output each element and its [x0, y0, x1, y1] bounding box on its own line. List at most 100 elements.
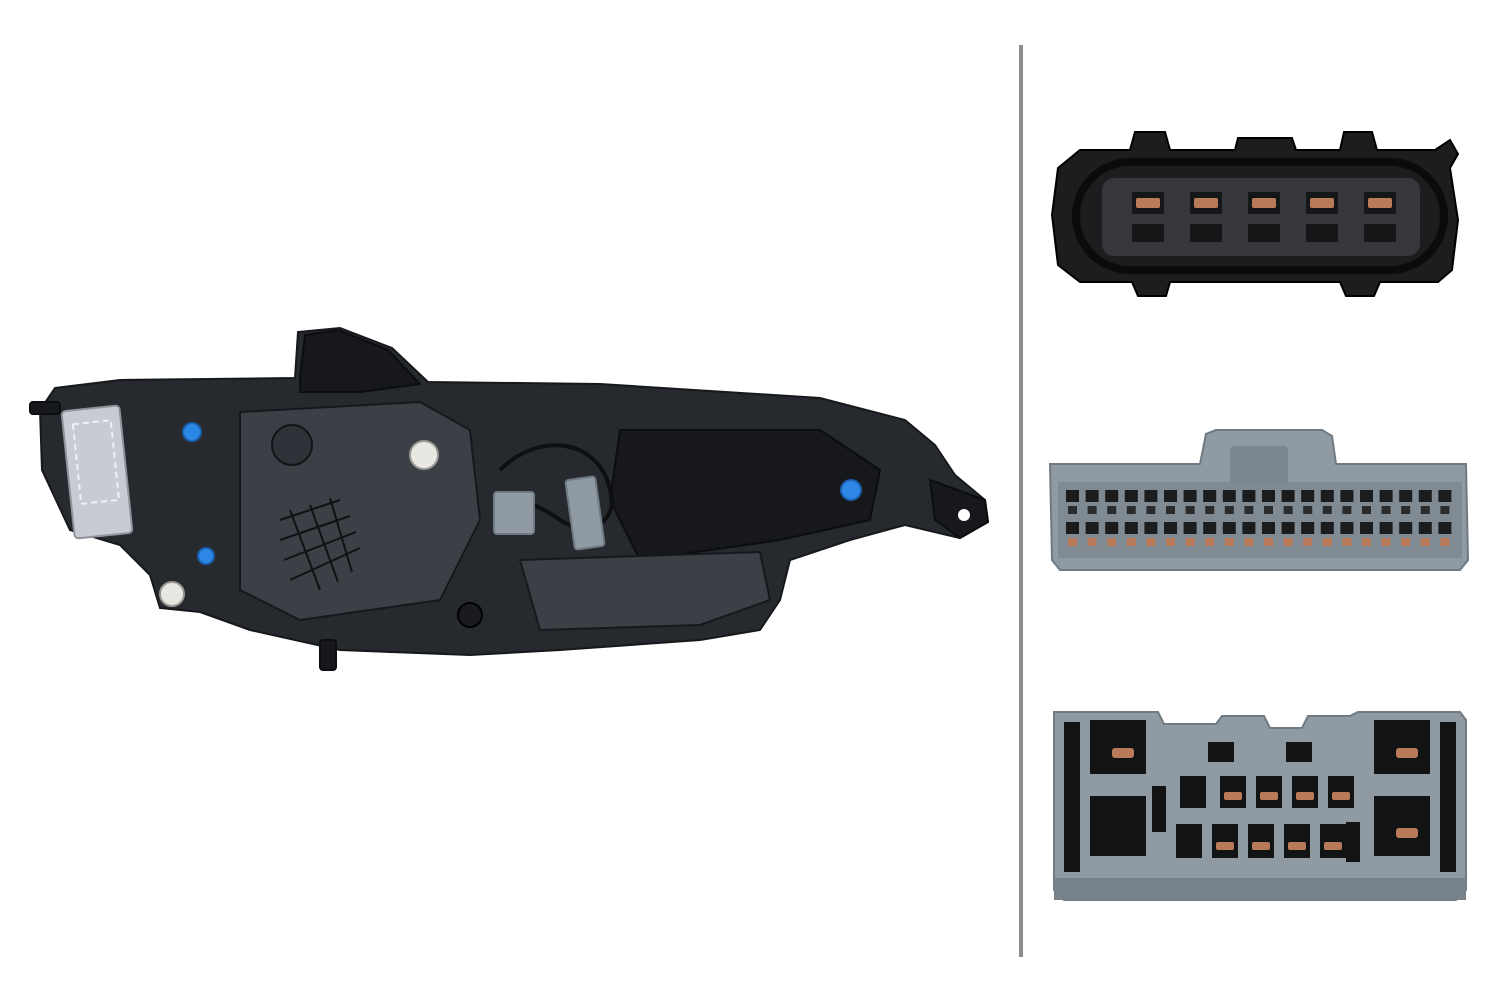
housing-lower-channel [518, 550, 772, 632]
pin-terminal [1205, 506, 1215, 514]
connector-5-pin-pins [1132, 192, 1396, 242]
pin-terminal [1322, 538, 1332, 546]
pin-cavity [1222, 522, 1236, 534]
pin-cavity [1144, 522, 1158, 534]
pin-terminal [1296, 792, 1314, 800]
pin-cavity [1105, 522, 1119, 534]
pin-terminal [1310, 198, 1334, 208]
pin-terminal [1283, 538, 1293, 546]
connector-14-pin-cavity-bottom-right [1374, 796, 1430, 856]
pin-terminal [1260, 792, 1278, 800]
pin-terminal [1303, 506, 1313, 514]
pin-cavity [1399, 522, 1413, 534]
connector-5-pin-illustration [1050, 131, 1460, 297]
pin-terminal [1107, 538, 1117, 546]
adjuster-blue-1 [182, 422, 202, 442]
pin-terminal [1332, 792, 1350, 800]
connector-multi-pin [1040, 420, 1480, 580]
pin-terminal [1322, 506, 1332, 514]
pin-cavity [1340, 522, 1354, 534]
pin-cavity [1360, 490, 1373, 502]
connector-14-pin [1040, 700, 1480, 910]
pin-cavity [1301, 522, 1315, 534]
pin-terminal [1136, 198, 1160, 208]
wiring-harness [498, 443, 614, 531]
power-terminal [1112, 748, 1134, 758]
pin-terminal [1107, 506, 1117, 514]
pin-terminal [1146, 506, 1156, 514]
pin-terminal [1216, 842, 1234, 850]
pin-cavity [1222, 490, 1236, 502]
connector-14-pin-slot-right [1440, 722, 1456, 872]
headlamp-illustration [29, 326, 990, 671]
pin-cavity [1180, 776, 1206, 808]
pin-terminal [1264, 506, 1273, 514]
pin-cavity [1438, 490, 1452, 502]
pin-terminal [1244, 506, 1254, 514]
bulb-socket-lower [159, 581, 185, 607]
power-terminal [1396, 748, 1418, 758]
housing-boss [271, 424, 313, 466]
pin-terminal [1401, 538, 1411, 546]
pin-cavity [1320, 522, 1334, 534]
pin-cavity [1066, 522, 1079, 534]
pin-cavity-lower [1248, 224, 1280, 242]
power-terminal [1396, 828, 1418, 838]
pin-cavity [1320, 824, 1346, 858]
connector-14-pin-center-slot-2 [1346, 822, 1360, 862]
pin-terminal [1420, 538, 1430, 546]
pin-terminal [1324, 842, 1342, 850]
pin-terminal [1126, 538, 1136, 546]
control-module-label [71, 419, 121, 505]
pin-cavity [1085, 490, 1099, 502]
pin-cavity [1379, 522, 1393, 534]
pin-terminal [1166, 506, 1175, 514]
pin-cavity [1203, 490, 1217, 502]
mounting-tab-right [928, 478, 990, 540]
adjuster-blue-2 [197, 547, 215, 565]
pin-terminal [1224, 538, 1234, 546]
pin-cavity-lower [1132, 224, 1164, 242]
pin-cavity [1418, 522, 1432, 534]
connector-multi-pin-illustration [1048, 429, 1470, 571]
bulb-socket-upper [409, 440, 439, 470]
harness-connector-right [564, 475, 606, 551]
connector-5-pin-rim [1072, 158, 1448, 274]
pin-terminal [1126, 506, 1136, 514]
pin-cavity [1242, 522, 1256, 534]
connector-multi-pin-latch [1230, 446, 1288, 486]
pin-cavity [1144, 490, 1158, 502]
connector-multi-pin-pins [1066, 490, 1452, 546]
pin-terminal [1288, 842, 1306, 850]
connector-14-pin-cavity-top-right [1374, 720, 1430, 774]
pin-terminal [1244, 538, 1254, 546]
pin-terminal [1264, 538, 1273, 546]
pin-terminal [1368, 198, 1392, 208]
pin-cavity-lower [1190, 224, 1222, 242]
pin-terminal [1068, 538, 1077, 546]
pin-cavity [1301, 490, 1315, 502]
mounting-post-bottom [319, 639, 337, 671]
pin-terminal [1185, 538, 1195, 546]
housing-side-panel [608, 429, 882, 562]
pin-cavity [1212, 824, 1238, 858]
pin-cavity [1340, 490, 1354, 502]
pin-terminal [1146, 538, 1156, 546]
control-module-plate [60, 404, 134, 540]
pin-terminal [1440, 506, 1450, 514]
pin-cavity [1281, 522, 1295, 534]
pin-terminal [1252, 842, 1270, 850]
connector-14-pin-key-right [1286, 742, 1312, 762]
pin-cavity [1399, 490, 1413, 502]
connector-14-pin-center-slot [1152, 786, 1166, 832]
pin-terminal [1362, 506, 1371, 514]
pin-terminal [1283, 506, 1293, 514]
connector-14-pin-base [1054, 878, 1466, 900]
pin-terminal [1224, 792, 1242, 800]
pin-cavity [1262, 490, 1275, 502]
pin-terminal [1420, 506, 1430, 514]
pin-terminal [1185, 506, 1195, 514]
vent-grille [279, 497, 361, 591]
pin-cavity [1203, 522, 1217, 534]
connector-14-pin-slot-left [1064, 722, 1080, 872]
